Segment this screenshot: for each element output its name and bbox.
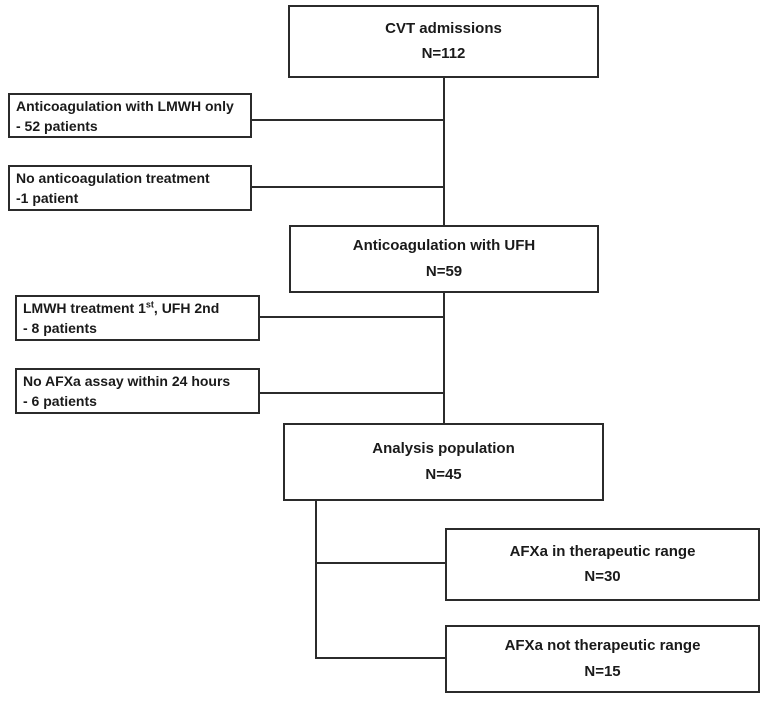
box-title: LMWH treatment 1st, UFH 2nd xyxy=(23,299,220,316)
superscript-st: st xyxy=(145,299,154,310)
connector-analysis-branch-vertical xyxy=(315,501,317,659)
flowchart-box-lmwh-first-excluded: LMWH treatment 1st, UFH 2nd - 8 patients xyxy=(15,295,260,341)
box-title: CVT admissions xyxy=(385,19,502,37)
box-count: N=15 xyxy=(584,662,621,680)
flowchart-box-no-afxa-assay-excluded: No AFXa assay within 24 hours - 6 patien… xyxy=(15,368,260,414)
flowchart-box-no-anticoagulation-excluded: No anticoagulation treatment -1 patient xyxy=(8,165,252,211)
box-count: N=45 xyxy=(425,465,462,483)
flowchart-box-cvt-admissions: CVT admissions N=112 xyxy=(288,5,599,78)
box-title: Analysis population xyxy=(372,440,515,457)
box-title: AFXa not therapeutic range xyxy=(504,637,701,654)
connector-cvt-to-ufh-vertical xyxy=(443,78,445,225)
connector-lmwh-only-horizontal xyxy=(252,119,444,121)
box-count: N=30 xyxy=(584,568,621,585)
box-count: N=59 xyxy=(425,262,463,280)
flowchart-box-afxa-in-therapeutic-range: AFXa in therapeutic range N=30 xyxy=(445,528,760,601)
connector-no-afxa-horizontal xyxy=(260,392,444,394)
box-title: Anticoagulation with UFH xyxy=(352,237,536,254)
box-count: -1 patient xyxy=(16,190,79,206)
flowchart-box-analysis-population: Analysis population N=45 xyxy=(283,423,604,501)
box-title: No AFXa assay within 24 hours xyxy=(23,373,231,389)
box-title: AFXa in therapeutic range xyxy=(509,542,696,560)
flowchart-box-afxa-not-therapeutic-range: AFXa not therapeutic range N=15 xyxy=(445,625,760,693)
box-title: Anticoagulation with LMWH only xyxy=(16,97,234,114)
connector-ufh-to-analysis-vertical xyxy=(443,293,445,423)
flowchart-box-lmwh-only-excluded: Anticoagulation with LMWH only - 52 pati… xyxy=(8,93,252,138)
connector-no-anticoagulation-horizontal xyxy=(252,186,444,188)
box-title: No anticoagulation treatment xyxy=(16,170,210,186)
connector-lmwh-first-horizontal xyxy=(260,316,444,318)
flowchart-box-anticoagulation-ufh: Anticoagulation with UFH N=59 xyxy=(289,225,599,293)
box-count: - 6 patients xyxy=(23,393,97,409)
connector-afxa-in-range-horizontal xyxy=(315,562,445,564)
connector-afxa-not-range-horizontal xyxy=(315,657,445,659)
box-count: N=112 xyxy=(421,45,466,62)
box-count: - 52 patients xyxy=(16,117,98,134)
box-count: - 8 patients xyxy=(23,320,97,336)
